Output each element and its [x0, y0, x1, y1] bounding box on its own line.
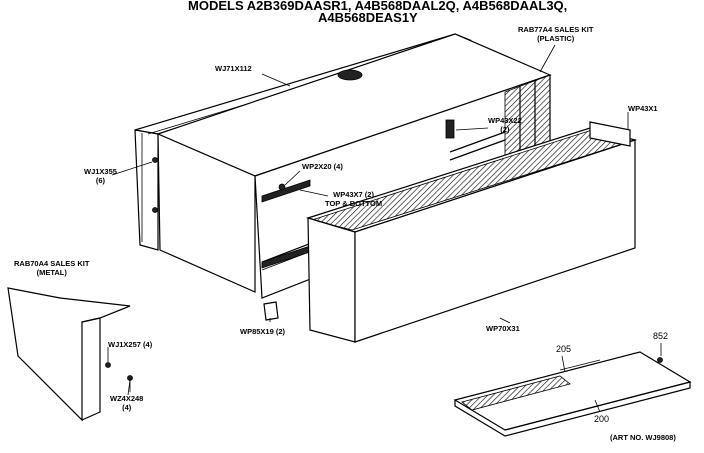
- metal-side-kit: [7, 287, 133, 422]
- label-rab70a4: RAB70A4 SALES KIT (METAL): [14, 259, 90, 277]
- label-wp70x31: WP70X31: [486, 324, 520, 333]
- label-wp85x19: WP85X19 (2): [240, 327, 286, 336]
- label-200: 200: [594, 414, 610, 424]
- leader-lines: [107, 44, 662, 413]
- bottom-tray-assembly: [453, 351, 692, 437]
- label-wj71x112: WJ71X112: [215, 64, 252, 73]
- models-title-line1: MODELS A2B369DAASR1, A4B568DAAL2Q, A4B56…: [188, 0, 568, 13]
- models-title-line2: A4B568DEAS1Y: [318, 10, 418, 25]
- label-wz4x248: WZ4X248 (4): [110, 394, 144, 412]
- label-wp43x7: WP43X7 (2) TOP & BOTTOM: [325, 190, 383, 208]
- clip-wp85x19: [263, 301, 279, 321]
- label-wj1x355: WJ1X355 (6): [84, 167, 117, 185]
- label-wp43x1: WP43X1: [628, 104, 658, 113]
- label-wj1x257: WJ1X257 (4): [108, 340, 153, 349]
- bracket-wp43x22: [445, 119, 455, 139]
- label-205: 205: [556, 344, 572, 354]
- label-rab77a4: RAB77A4 SALES KIT (PLASTIC): [518, 25, 594, 43]
- front-cover-panel: [305, 127, 638, 343]
- label-art-no: (ART NO. WJ9808): [610, 433, 676, 442]
- label-852: 852: [653, 331, 669, 341]
- side-trim-wp43x1: [589, 121, 631, 147]
- label-wp43x22: WP43X22 (2): [488, 116, 522, 134]
- label-wp2x20: WP2X20 (4): [302, 162, 343, 171]
